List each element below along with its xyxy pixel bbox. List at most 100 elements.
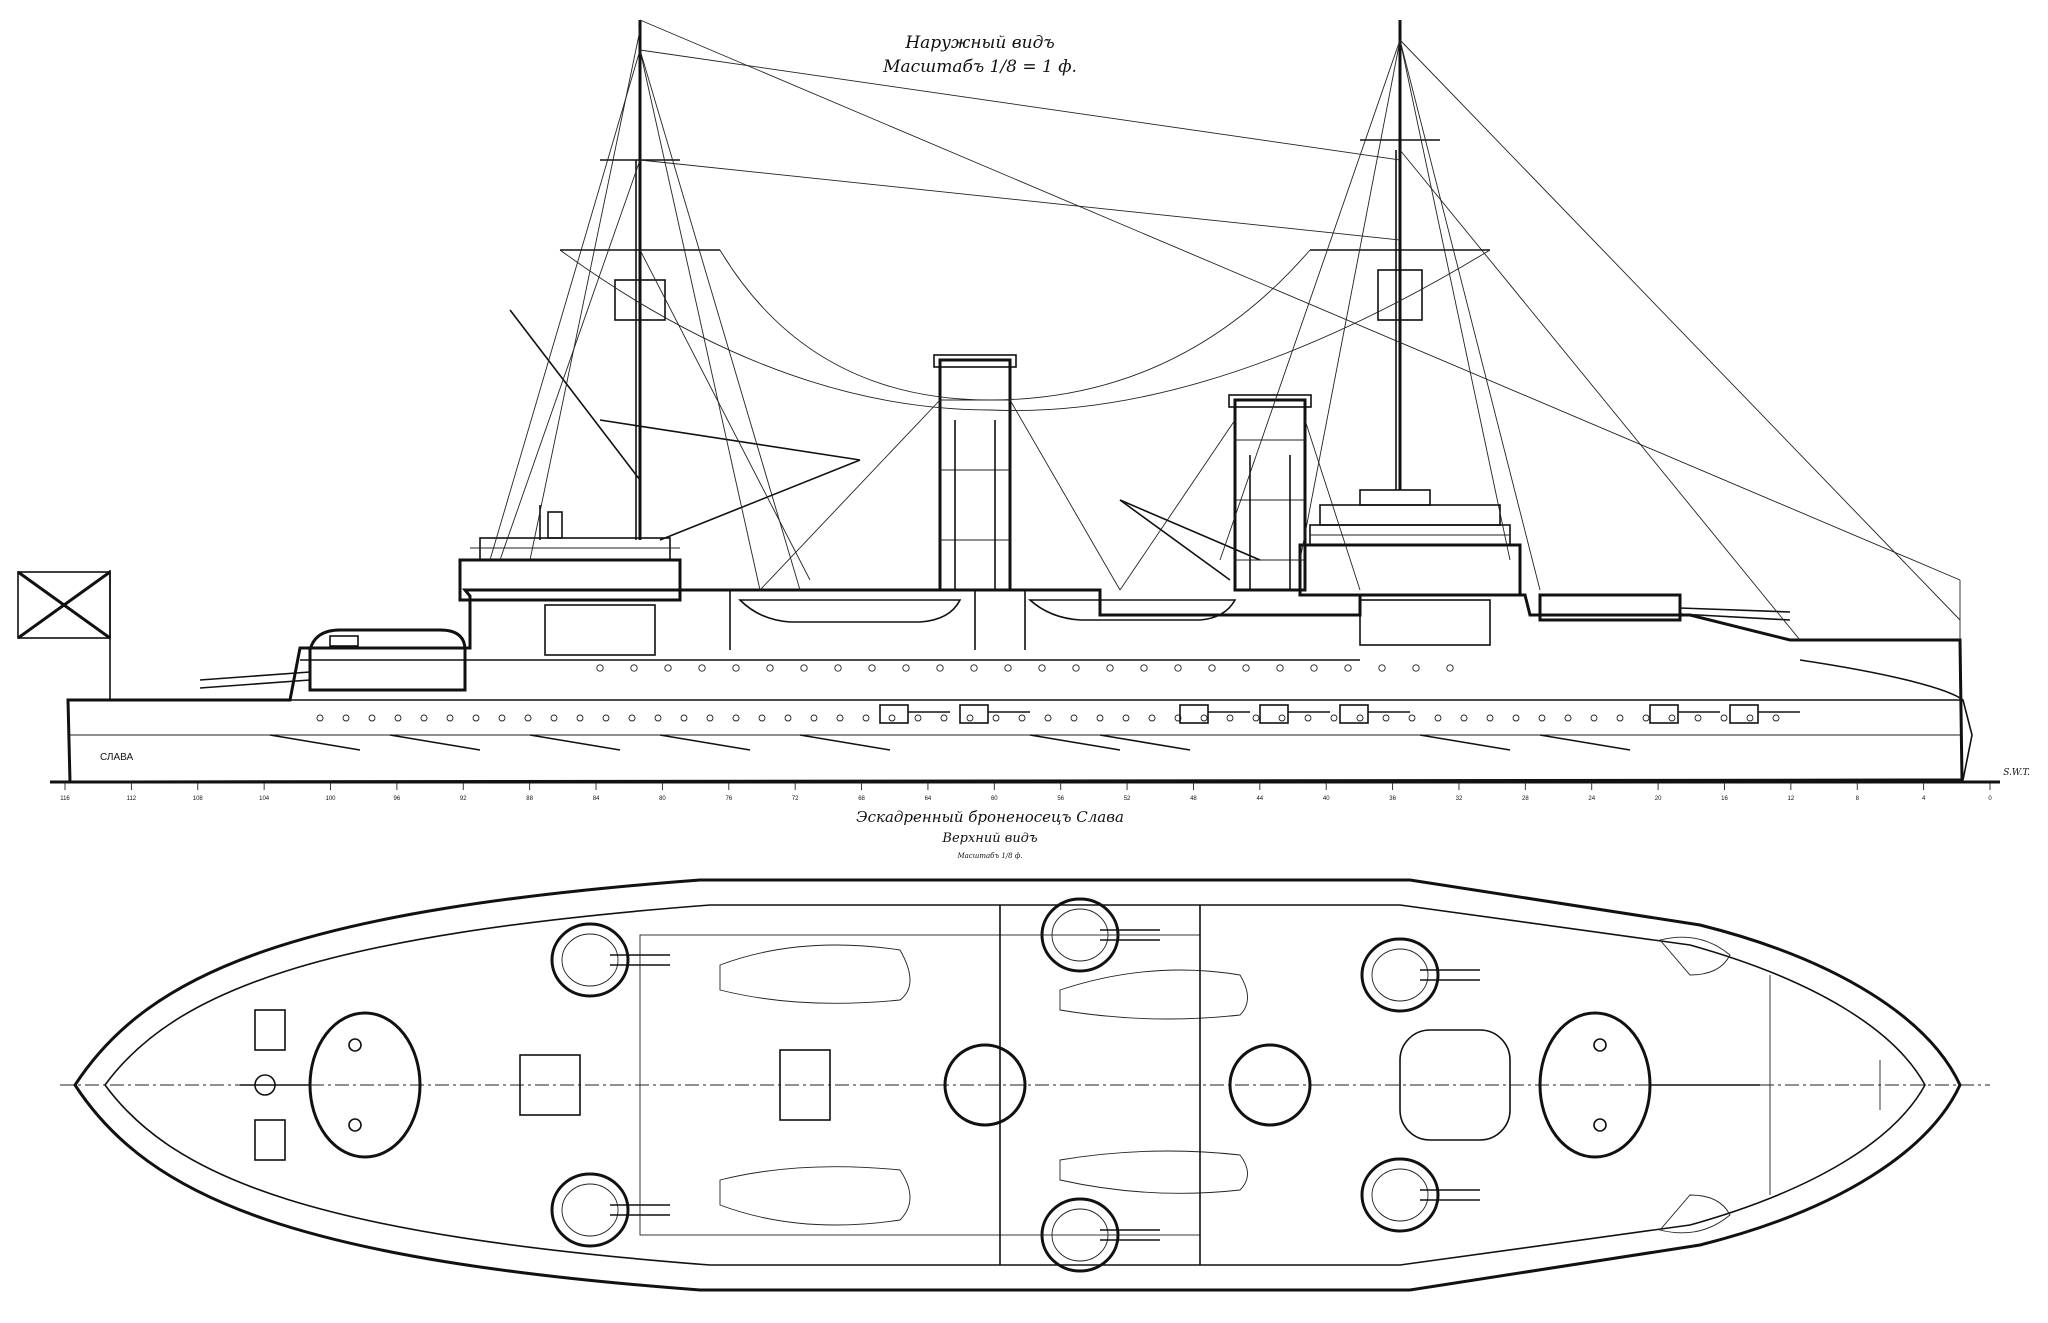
porthole [1044, 714, 1052, 722]
porthole [1018, 714, 1026, 722]
porthole [1486, 714, 1494, 722]
porthole [1446, 664, 1454, 672]
plan-view-title: Эскадренный броненосецъ Слава [856, 808, 1124, 826]
porthole [902, 664, 910, 672]
frame-number: 108 [193, 796, 204, 802]
frame-number: 68 [858, 796, 865, 802]
porthole [1208, 664, 1216, 672]
porthole [654, 714, 662, 722]
aft-funnel-plan [943, 1043, 1027, 1127]
porthole [1746, 714, 1754, 722]
secondary-turret [550, 922, 630, 998]
porthole [888, 714, 896, 722]
plan-view-subtitle: Верхний видъ [941, 831, 1038, 846]
porthole [966, 714, 974, 722]
porthole [1590, 714, 1598, 722]
hull-name-label: СЛАВА [100, 752, 133, 763]
frame-number: 64 [925, 796, 932, 802]
secondary-turret [550, 1172, 630, 1248]
porthole [394, 714, 402, 722]
frame-number: 32 [1456, 796, 1463, 802]
casemate-gun [1729, 704, 1759, 724]
porthole [1106, 664, 1114, 672]
porthole [868, 664, 876, 672]
porthole [596, 664, 604, 672]
frame-number: 16 [1721, 796, 1728, 802]
porthole [1072, 664, 1080, 672]
casemate-gun [1179, 704, 1209, 724]
rigging [489, 19, 1961, 641]
plan-hull-outline [73, 878, 1962, 1292]
secondary-turret [1360, 937, 1440, 1013]
forward-barbette [1538, 1011, 1760, 1159]
porthole [1226, 714, 1234, 722]
torpedo-net-boom [659, 734, 751, 751]
porthole [992, 714, 1000, 722]
porthole [1538, 714, 1546, 722]
casemate-gun [1649, 704, 1679, 724]
signature: S.W.T. [2003, 768, 2030, 778]
porthole [1096, 714, 1104, 722]
porthole [1038, 664, 1046, 672]
frame-number: 44 [1256, 796, 1263, 802]
porthole [472, 714, 480, 722]
porthole [1412, 664, 1420, 672]
frame-number: 60 [991, 796, 998, 802]
porthole [664, 664, 672, 672]
porthole [576, 714, 584, 722]
porthole [784, 714, 792, 722]
plan-deck-edge [104, 904, 1926, 1266]
casemate-gun [959, 704, 989, 724]
aft-superstructure [458, 505, 682, 656]
porthole [732, 714, 740, 722]
torpedo-net-boom [1099, 734, 1191, 751]
porthole [1200, 714, 1208, 722]
porthole [1330, 714, 1338, 722]
plan-view: Эскадренный броненосецъ Слава Верхний ви… [60, 808, 1990, 1292]
porthole [1252, 714, 1260, 722]
secondary-turret [1360, 1157, 1440, 1233]
porthole [524, 714, 532, 722]
porthole [1408, 714, 1416, 722]
frame-number: 104 [259, 796, 270, 802]
fore-funnel-plan [1228, 1043, 1312, 1127]
porthole [630, 664, 638, 672]
frame-number: 56 [1057, 796, 1064, 802]
porthole [1276, 664, 1284, 672]
forward-turret [1538, 593, 1791, 622]
frame-number: 76 [725, 796, 732, 802]
porthole [766, 664, 774, 672]
torpedo-net-boom [389, 734, 481, 751]
frame-number: 36 [1389, 796, 1396, 802]
frame-number: 116 [60, 796, 70, 802]
frame-number: 40 [1323, 796, 1330, 802]
frame-number: 4 [1922, 796, 1926, 802]
porthole [698, 664, 706, 672]
porthole [550, 714, 558, 722]
porthole [1642, 714, 1650, 722]
porthole [316, 714, 324, 722]
side-view-title: Наружный видъ [904, 33, 1054, 53]
porthole [1122, 714, 1130, 722]
turret-roof [1371, 1168, 1429, 1222]
porthole [342, 714, 350, 722]
frame-number: 96 [394, 796, 401, 802]
frame-number: 112 [127, 796, 137, 802]
frame-number: 28 [1522, 796, 1529, 802]
frame-number: 20 [1655, 796, 1662, 802]
frame-number: 84 [593, 796, 600, 802]
porthole [368, 714, 376, 722]
st-andrew-flag [17, 570, 111, 700]
frame-number: 72 [792, 796, 799, 802]
turret-roof [561, 1183, 619, 1237]
frame-number: 48 [1190, 796, 1197, 802]
aft-mast [509, 20, 861, 541]
plan-view-scale: Масштабъ 1/8 ф. [956, 852, 1022, 860]
frame-number: 88 [526, 796, 533, 802]
plan-structures [254, 905, 1511, 1265]
porthole [680, 714, 688, 722]
turret-roof [561, 933, 619, 987]
fore-mast [1119, 20, 1490, 581]
